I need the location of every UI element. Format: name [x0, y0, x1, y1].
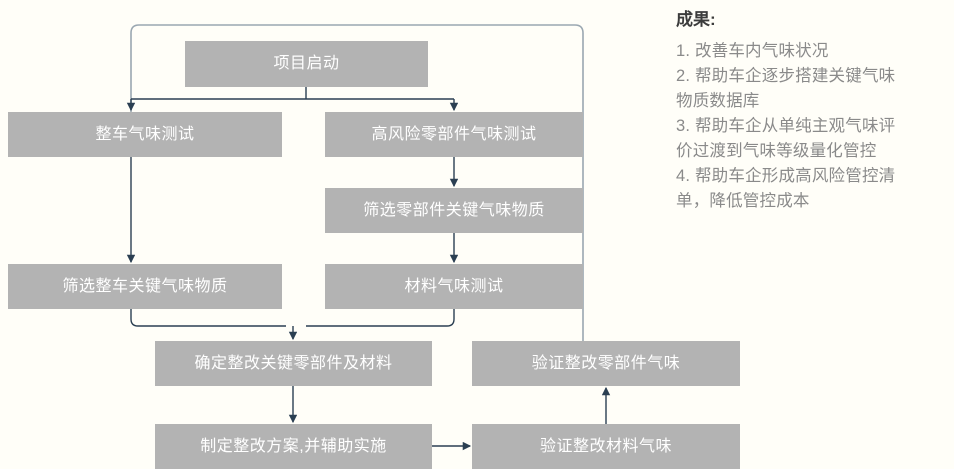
node-vehicle-odor-test[interactable]: 整车气味测试	[8, 112, 282, 157]
results-line: 物质数据库	[676, 91, 760, 110]
node-verify-rectified-part-odor[interactable]: 验证整改零部件气味	[472, 341, 740, 386]
results-line: 价过渡到气味等级量化管控	[676, 141, 877, 160]
results-line: 3. 帮助车企从单纯主观气味评	[676, 116, 896, 135]
node-confirm-rectify-parts-materials[interactable]: 确定整改关键零部件及材料	[155, 341, 432, 386]
node-screen-vehicle-key-substance[interactable]: 筛选整车关键气味物质	[8, 264, 282, 309]
node-material-odor-test[interactable]: 材料气味测试	[325, 264, 583, 309]
node-project-start[interactable]: 项目启动	[185, 41, 428, 87]
node-make-plan-assist-implement[interactable]: 制定整改方案,并辅助实施	[155, 424, 432, 469]
node-screen-part-key-substance[interactable]: 筛选零部件关键气味物质	[325, 188, 583, 233]
results-line: 1. 改善车内气味状况	[676, 41, 829, 60]
node-high-risk-part-odor-test[interactable]: 高风险零部件气味测试	[325, 112, 583, 157]
results-title: 成果:	[676, 10, 716, 29]
results-list: 1. 改善车内气味状况 2. 帮助车企逐步搭建关键气味 物质数据库 3. 帮助车…	[676, 39, 944, 215]
results-line: 4. 帮助车企形成高风险管控清	[676, 167, 896, 186]
node-verify-rectified-material-odor[interactable]: 验证整改材料气味	[472, 424, 740, 469]
results-line: 单，降低管控成本	[676, 192, 810, 211]
results-panel: 成果: 1. 改善车内气味状况 2. 帮助车企逐步搭建关键气味 物质数据库 3.…	[676, 8, 944, 214]
results-line: 2. 帮助车企逐步搭建关键气味	[676, 66, 896, 85]
connector-start-split	[126, 87, 459, 112]
connector-merge-to-confirm	[130, 309, 455, 341]
